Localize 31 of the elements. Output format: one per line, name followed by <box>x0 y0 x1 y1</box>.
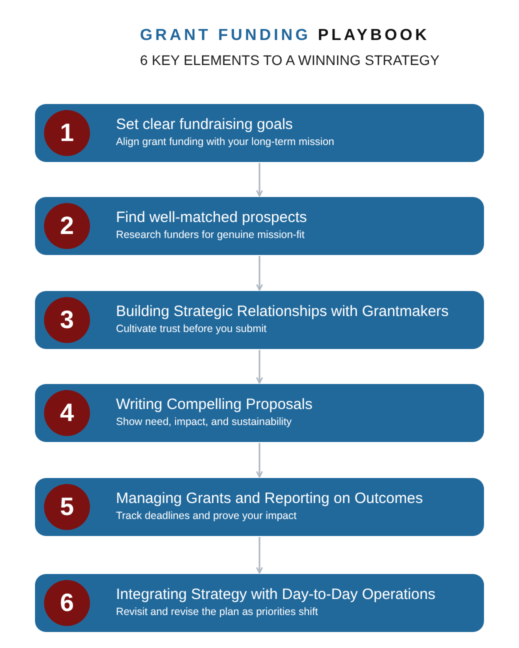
subtitle: 6 KEY ELEMENTS TO A WINNING STRATEGY <box>140 51 440 70</box>
step-description: Cultivate trust before you submit <box>116 323 267 336</box>
step-number-circle: 1 <box>44 110 90 156</box>
step-number-circle: 3 <box>44 297 90 343</box>
step-card <box>35 291 484 349</box>
arrow <box>256 256 263 291</box>
step-title: Integrating Strategy with Day-to-Day Operations <box>116 586 436 604</box>
step-title: Set clear fundraising goals <box>116 116 293 134</box>
step-description: Research funders for genuine mission-fit <box>116 229 305 242</box>
step-card <box>35 574 484 632</box>
step-title: Managing Grants and Reporting on Outcomes <box>116 490 423 508</box>
step-description: Show need, impact, and sustainability <box>116 416 292 429</box>
step-number-circle: 6 <box>44 580 90 626</box>
step-description: Revisit and revise the plan as priorities shift <box>116 606 318 619</box>
step-title: Find well-matched prospects <box>116 209 307 227</box>
step-card <box>35 478 484 536</box>
arrow <box>256 163 263 197</box>
step-number-circle: 2 <box>44 203 90 249</box>
step-number-circle: 5 <box>44 484 90 530</box>
step-title: Building Strategic Relationships with Grantmakers <box>116 303 449 321</box>
step-title: Writing Compelling Proposals <box>116 396 312 414</box>
step-number-circle: 4 <box>44 390 90 436</box>
arrow <box>256 443 263 478</box>
step-description: Track deadlines and prove your impact <box>116 510 297 523</box>
step-card <box>35 197 484 255</box>
step-description: Align grant funding with your long-term mission <box>116 136 334 149</box>
title: GRANT FUNDING PLAYBOOK <box>140 26 430 46</box>
arrow <box>256 350 263 384</box>
step-card <box>35 104 484 162</box>
arrow <box>256 537 263 574</box>
step-card <box>35 384 484 442</box>
